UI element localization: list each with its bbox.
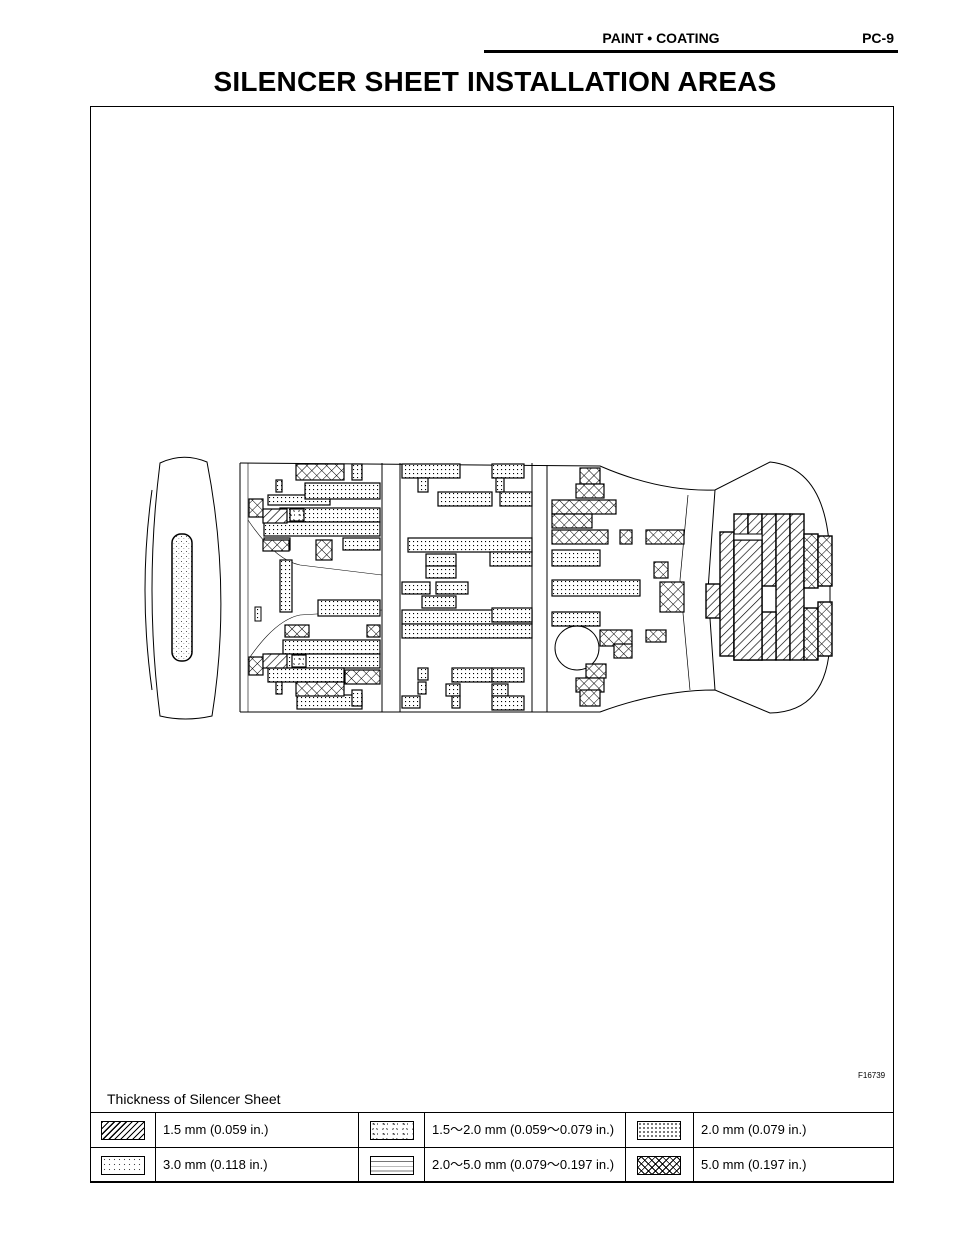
legend-row: 1.5 mm (0.059 in.) 1.5～2.0 mm (0.059～0.0… bbox=[90, 1112, 894, 1147]
page-number: PC-9 bbox=[862, 30, 894, 46]
legend-swatch-cell bbox=[359, 1113, 425, 1147]
section-title: PAINT • COATING bbox=[602, 30, 720, 46]
page-header: PAINT • COATING PC-9 bbox=[484, 30, 898, 52]
legend-table: 1.5 mm (0.059 in.) 1.5～2.0 mm (0.059～0.0… bbox=[90, 1112, 894, 1183]
legend-swatch-cell bbox=[359, 1148, 425, 1182]
cross-hatch-swatch bbox=[637, 1156, 681, 1175]
header-rule bbox=[484, 50, 898, 53]
figure-id: F16739 bbox=[858, 1071, 886, 1080]
legend-label: 5.0 mm (0.197 in.) bbox=[701, 1157, 807, 1172]
legend-label: 3.0 mm (0.118 in.) bbox=[156, 1148, 359, 1182]
bumper-pad bbox=[171, 533, 193, 662]
legend-label: 1.5～2.0 mm (0.059～0.079 in.) bbox=[425, 1113, 626, 1147]
figure-frame bbox=[90, 106, 894, 1182]
legend-swatch-cell bbox=[626, 1148, 694, 1182]
page-title: SILENCER SHEET INSTALLATION AREAS bbox=[213, 66, 777, 97]
sparse-dots-swatch bbox=[101, 1156, 145, 1175]
legend-label: 2.0～5.0 mm (0.079～0.197 in.) bbox=[425, 1148, 626, 1182]
legend-label: 1.5 mm (0.059 in.) bbox=[156, 1113, 359, 1147]
legend-swatch-cell bbox=[90, 1148, 156, 1182]
legend-title: Thickness of Silencer Sheet bbox=[107, 1091, 281, 1107]
dashed-lines-swatch bbox=[370, 1156, 414, 1175]
fine-dots-swatch bbox=[637, 1121, 681, 1140]
legend-swatch-cell bbox=[90, 1113, 156, 1147]
legend-row: 3.0 mm (0.118 in.) 2.0～5.0 mm (0.079～0.1… bbox=[90, 1147, 894, 1183]
legend-label: 2.0 mm (0.079 in.) bbox=[701, 1122, 807, 1137]
coarse-speckle-swatch bbox=[370, 1121, 414, 1140]
legend-swatch-cell bbox=[626, 1113, 694, 1147]
diagonal-hatch-swatch bbox=[101, 1121, 145, 1140]
